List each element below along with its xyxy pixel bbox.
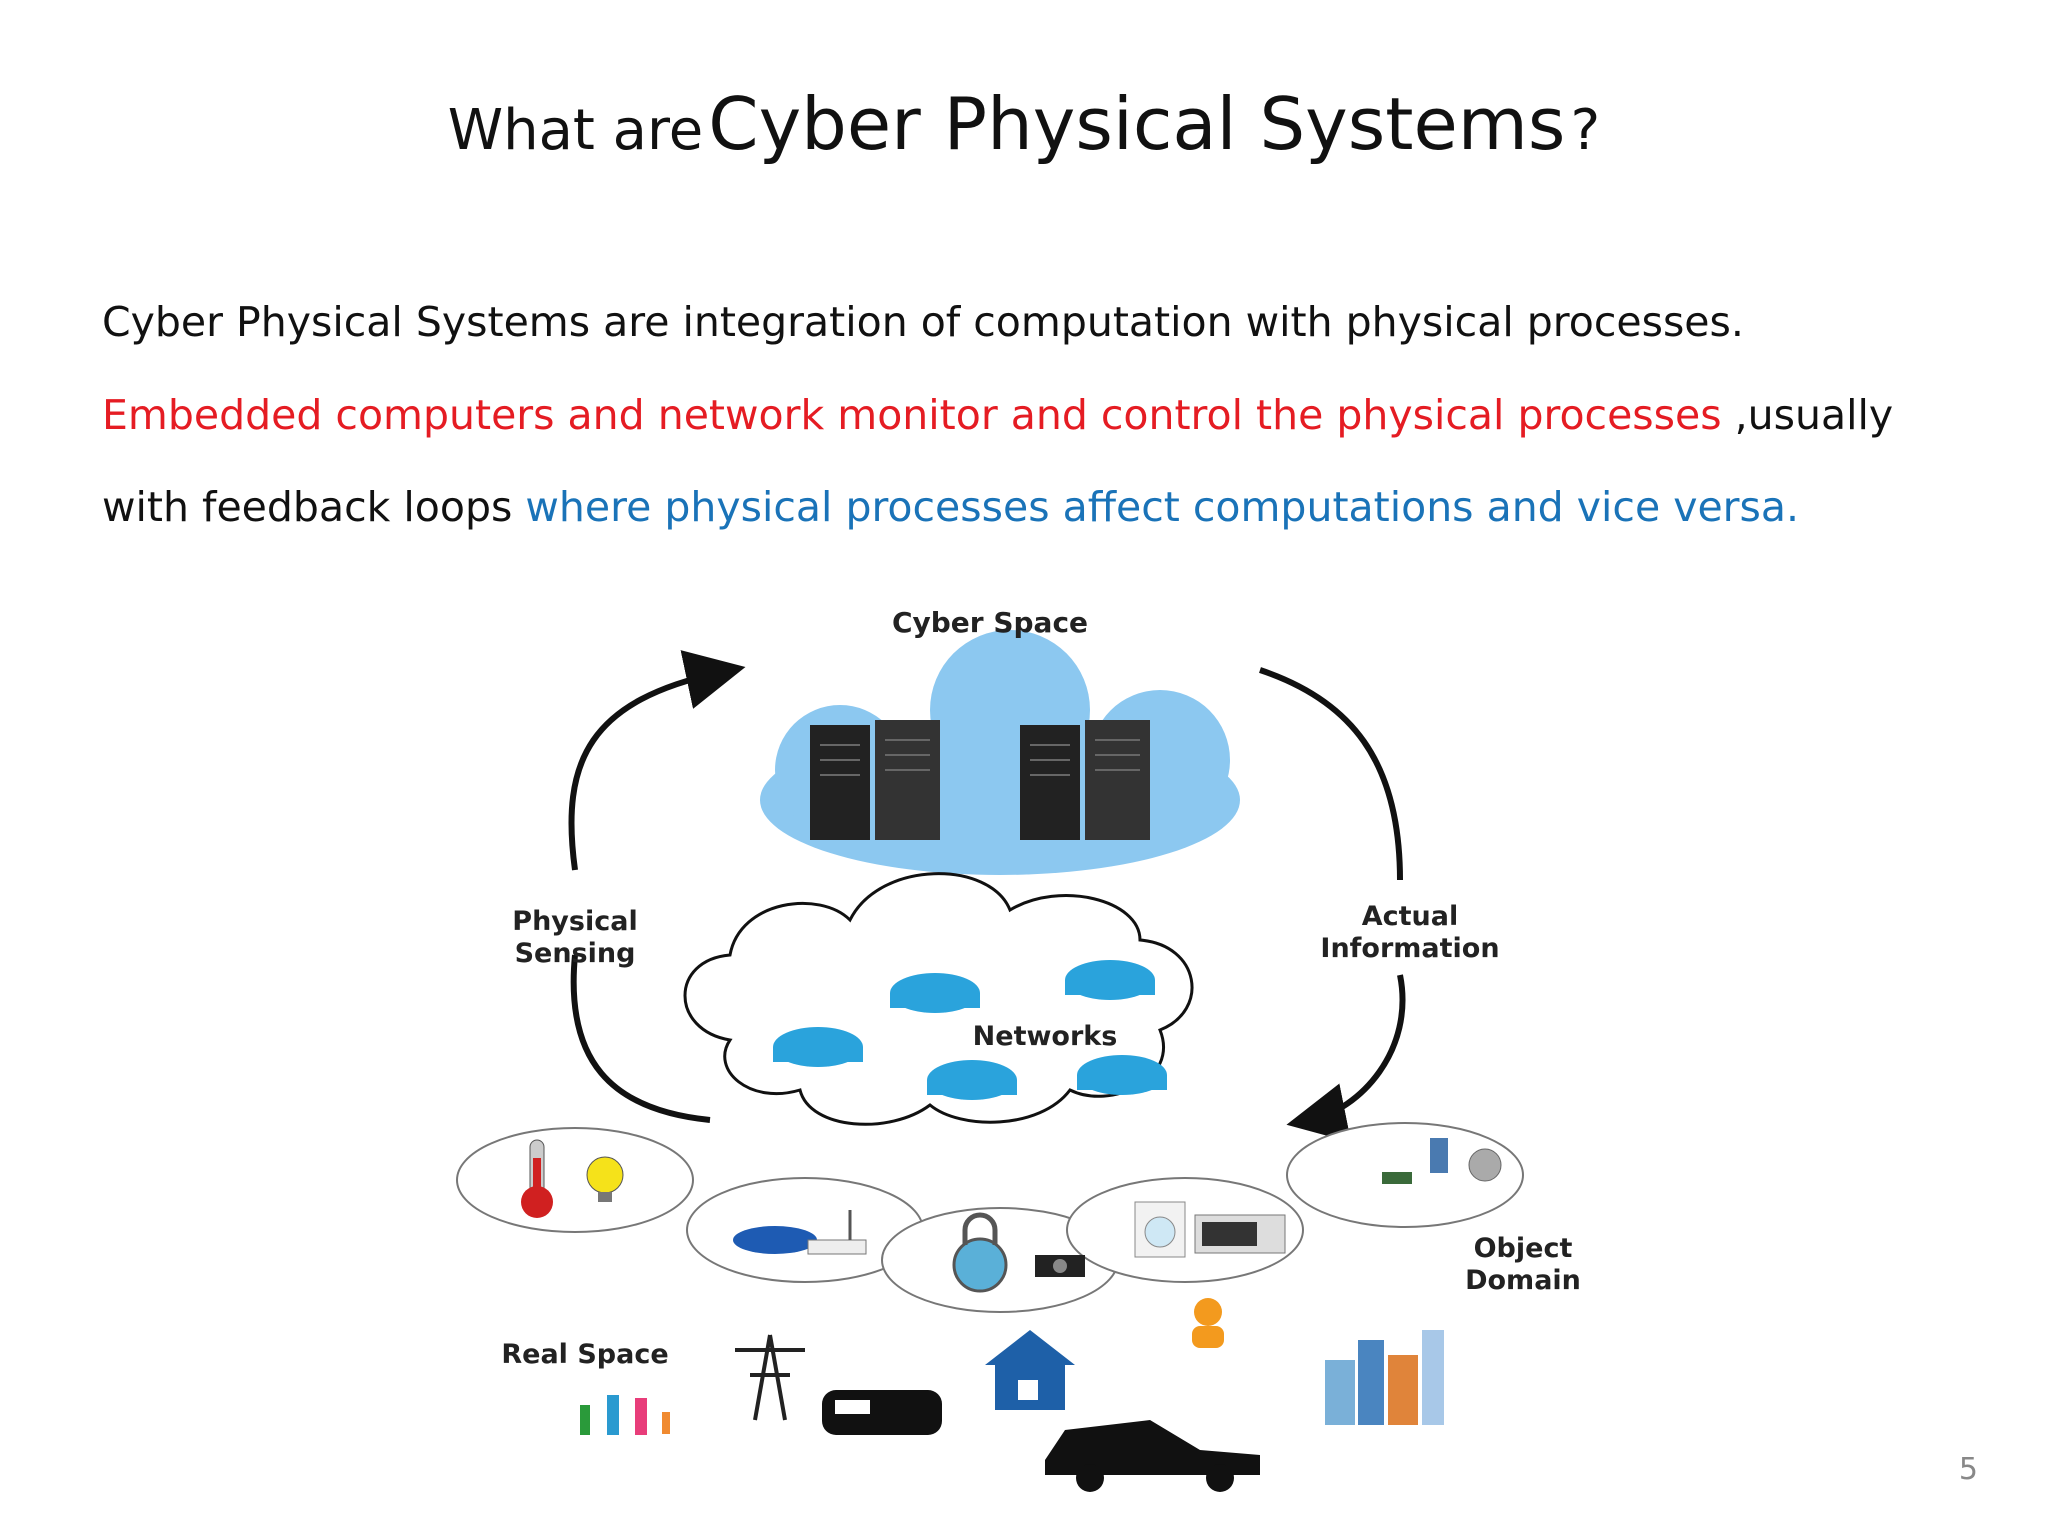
title-main: Cyber Physical Systems	[708, 82, 1566, 166]
people-icon	[580, 1395, 670, 1435]
power-tower-icon	[735, 1334, 805, 1421]
physical-sensing-label-1: Physical	[512, 906, 637, 937]
line2-rest-text: ,usually	[1721, 391, 1894, 439]
cps-diagram: Cyber Space Physical Sensing Actual Info…	[110, 560, 1830, 1520]
train-icon	[822, 1390, 942, 1435]
line3-start-text: with feedback loops	[102, 483, 526, 531]
title-suffix: ?	[1570, 98, 1601, 163]
physical-sensing-arrow-base	[570, 954, 711, 1123]
router-icons	[773, 960, 1167, 1100]
cyber-space-label: Cyber Space	[892, 606, 1088, 639]
networks-label: Networks	[973, 1021, 1118, 1052]
slide-title: What are Cyber Physical Systems ?	[0, 82, 2048, 166]
paragraph-line-1: Cyber Physical Systems are integration o…	[102, 292, 1962, 352]
light-bulb-icon	[586, 1156, 624, 1202]
object-domain-label-2: Domain	[1465, 1265, 1581, 1296]
line2-red-text: Embedded computers and network monitor a…	[102, 391, 1722, 439]
thermometer-icon	[521, 1139, 553, 1218]
page-number: 5	[1958, 1452, 1978, 1487]
camera-icon	[1035, 1255, 1085, 1277]
paragraph-line-2: Embedded computers and network monitor a…	[102, 385, 1962, 445]
paragraph-line-3: with feedback loops where physical proce…	[102, 477, 1962, 537]
line1-text: Cyber Physical Systems are integration o…	[102, 298, 1744, 346]
object-domain-label-1: Object	[1474, 1233, 1573, 1264]
microwave-icon	[1194, 1214, 1286, 1254]
title-prefix: What are	[447, 98, 704, 163]
real-space-label: Real Space	[501, 1339, 668, 1370]
house-icon	[985, 1330, 1075, 1410]
city-buildings-icon	[1325, 1330, 1444, 1425]
person-icon	[1192, 1298, 1224, 1348]
server-rack-icon	[810, 720, 1150, 840]
line3-blue-text: where physical processes affect computat…	[525, 483, 1800, 531]
washing-machine-icon	[1134, 1201, 1186, 1258]
actual-information-label-2: Information	[1320, 933, 1499, 964]
actual-info-arrow-down	[1286, 974, 1406, 1143]
physical-sensing-arrow-up	[568, 650, 746, 871]
actual-info-arrow-top	[1259, 667, 1403, 881]
padlock-icon	[952, 1212, 1008, 1293]
actual-information-label-1: Actual	[1362, 901, 1459, 932]
physical-sensing-label-2: Sensing	[515, 938, 636, 969]
sensor-devices-icon	[1382, 1138, 1502, 1184]
car-icon	[1045, 1420, 1260, 1492]
wifi-router-icon	[733, 1210, 867, 1255]
